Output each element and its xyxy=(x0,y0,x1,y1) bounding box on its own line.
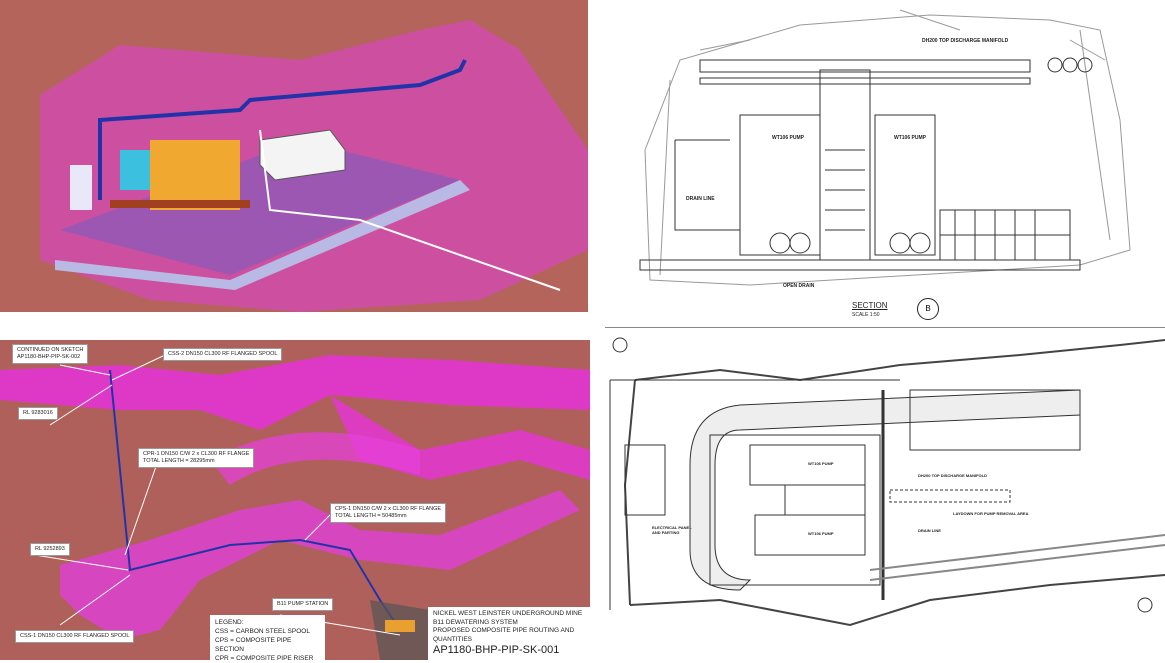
title-block: NICKEL WEST LEINSTER UNDERGROUND MINE B1… xyxy=(428,607,590,660)
pickup-truck xyxy=(259,129,346,181)
label-laydown: LAYDOWN FOR PUMP REMOVAL AREA xyxy=(953,511,1029,516)
label-pump-bottom: WT106 PUMP xyxy=(808,531,834,536)
legend: LEGEND: CSS = CARBON STEEL SPOOL CPS = C… xyxy=(210,615,325,662)
plan-drawing: WT106 PUMP WT106 PUMP DH200 TOP DISCHARG… xyxy=(600,335,1165,660)
label-electrical: ELECTRICAL PANEL AND PARTING xyxy=(652,525,692,535)
label-drain-line: DRAIN LINE xyxy=(686,196,715,202)
routing-graphic xyxy=(0,354,590,660)
upper-drive xyxy=(0,355,590,430)
render-graphic xyxy=(40,20,588,312)
pump-station-3d-render xyxy=(0,0,588,312)
drawing-number: AP1180-BHP-PIP-SK-001 xyxy=(433,644,560,656)
lower-drive xyxy=(60,490,580,640)
ramp-arc xyxy=(210,432,420,485)
legend-item: CSS = CARBON STEEL SPOOL xyxy=(215,628,310,635)
label-manifold: DH200 TOP DISCHARGE MANIFOLD xyxy=(922,38,1009,44)
section-drawing: DH200 TOP DISCHARGE MANIFOLD WT106 PUMP … xyxy=(600,0,1165,325)
floor-edge xyxy=(55,180,470,290)
drain-line xyxy=(259,129,561,291)
legend-item: CPR = COMPOSITE PIPE RISER xyxy=(215,655,314,662)
callout-cpr1: CPR-1 DN150 C/W 2 x CL300 RF FLANGE TOTA… xyxy=(138,448,255,468)
callout-rl-top: RL 9283016 xyxy=(18,407,58,420)
callout-cps1: CPS-1 DN150 C/W 2 x CL300 RF FLANGE TOTA… xyxy=(330,503,447,523)
label-pump-left: WT106 PUMP xyxy=(772,135,804,141)
callout-css1: CSS-1 DN150 CL300 RF FLANGED SPOOL xyxy=(15,630,135,643)
pipe-route xyxy=(98,59,467,200)
floor-slab xyxy=(60,140,460,275)
section-graphic xyxy=(639,9,1131,286)
title-line-3: PROPOSED COMPOSITE PIPE ROUTING AND QUAN… xyxy=(433,627,575,643)
callout-css2: CSS-2 DN150 CL300 RF FLANGED SPOOL xyxy=(163,348,283,361)
panel-box xyxy=(70,165,92,210)
section-title: SECTION xyxy=(852,301,888,310)
label-open-drain: OPEN DRAIN xyxy=(783,283,815,289)
pipe-routing-3d: CONTINUED ON SKETCH AP1180-BHP-PIP-SK-00… xyxy=(0,340,590,660)
label-pump-right: WT106 PUMP xyxy=(894,135,926,141)
legend-item: CPS = COMPOSITE PIPE SECTION xyxy=(215,637,292,653)
legend-title: LEGEND: xyxy=(215,619,244,626)
callout-pump-station: B11 PUMP STATION xyxy=(272,598,334,611)
divider xyxy=(605,327,1165,328)
pump-skid xyxy=(385,620,415,632)
label-drain-line: DRAIN LINE xyxy=(918,528,941,533)
title-line-2: B11 DEWATERING SYSTEM xyxy=(433,618,518,626)
plan-graphic xyxy=(609,337,1165,627)
pump-skid xyxy=(150,140,240,210)
callout-continued: CONTINUED ON SKETCH AP1180-BHP-PIP-SK-00… xyxy=(12,344,89,364)
label-manifold: DH200 TOP DISCHARGE MANIFOLD xyxy=(918,473,987,478)
leader-lines xyxy=(34,354,401,636)
motor xyxy=(120,150,150,190)
section-scale: SCALE 1:50 xyxy=(852,312,880,318)
title-line-1: NICKEL WEST LEINSTER UNDERGROUND MINE xyxy=(433,610,583,617)
label-pump-top: WT106 PUMP xyxy=(808,461,834,466)
callout-rl-bottom: RL 9252893 xyxy=(30,543,70,556)
section-marker: B xyxy=(917,298,939,320)
skid-base xyxy=(110,200,250,208)
pipe-route xyxy=(109,369,401,631)
